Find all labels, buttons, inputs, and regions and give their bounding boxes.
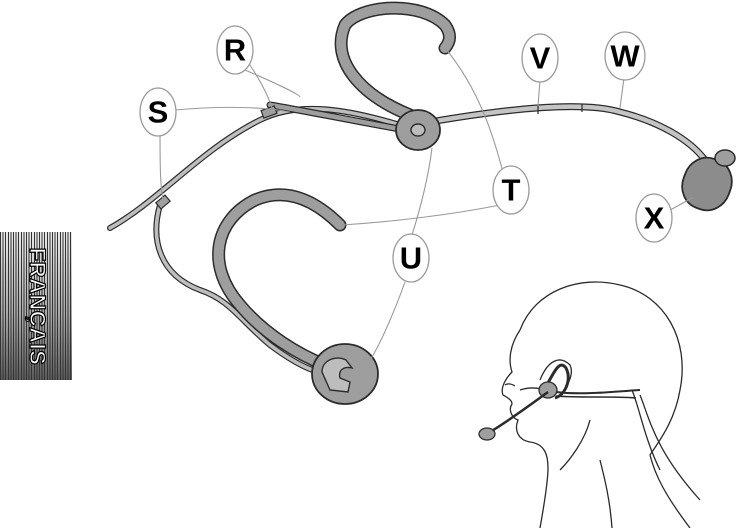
leader-r [248,62,272,108]
callout-x: X [636,194,672,242]
callout-v: V [522,34,558,82]
leader-u [411,148,432,238]
callout-t-label: T [502,173,521,208]
callout-u-label: U [400,241,422,276]
lower-ear-mount [312,344,378,404]
callout-x-label: X [644,201,665,236]
boom-arm [430,104,705,160]
leader-t-2 [342,205,500,225]
callout-t: T [493,166,529,214]
callout-s: S [140,88,176,136]
microphone-capsule [676,150,737,217]
callout-w: W [605,32,645,80]
leader-r-2 [245,70,300,97]
head-headset [479,365,640,440]
upper-ear-hook [341,8,449,115]
leader-v [538,80,540,106]
callout-v-label: V [530,41,551,76]
callout-r-label: R [224,33,246,68]
upper-ear-mount [396,110,440,150]
callout-w-label: W [610,39,640,74]
callout-r: R [217,26,253,74]
headset-cable [110,109,400,372]
callout-u: U [393,234,429,282]
leader-w [620,78,624,108]
callout-s-label: S [148,95,169,130]
leader-u-2 [370,282,405,360]
lower-ear-hook [219,195,340,365]
